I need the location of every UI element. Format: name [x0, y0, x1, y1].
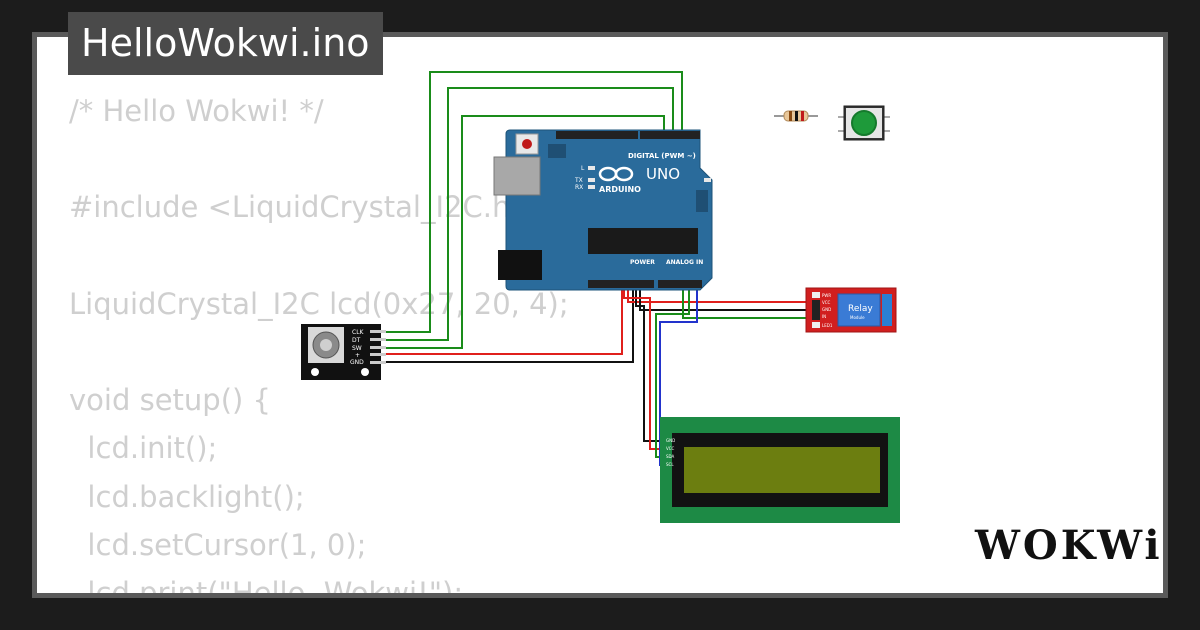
code-line: LiquidCrystal_I2C lcd(0x27, 20, 4); [69, 286, 569, 321]
power-label: POWER [630, 259, 655, 266]
code-line: /* Hello Wokwi! */ [69, 94, 324, 128]
led-tx [588, 178, 595, 182]
code-line: lcd.backlight(); [69, 479, 305, 514]
wire-lcd-vcc[interactable] [623, 284, 664, 450]
header-digital-high [556, 131, 638, 139]
icsp-header-2 [696, 190, 708, 212]
led-rx [588, 185, 595, 189]
encoder-pin-dt: DT [352, 337, 361, 344]
wire-encoder-vcc[interactable] [386, 284, 623, 355]
resistor[interactable] [774, 110, 818, 122]
analog-label: ANALOG IN [666, 259, 703, 266]
wire-relay-gnd[interactable] [639, 284, 812, 311]
wire-relay-in[interactable] [682, 284, 812, 319]
rx-label: RX [575, 184, 583, 191]
encoder-pin-clk: CLK [352, 329, 365, 336]
header-analog [658, 280, 702, 288]
board-brand: ARDUINO [599, 185, 641, 194]
pushbutton-cap [851, 110, 877, 136]
relay-led-pwr: PWR [822, 293, 831, 298]
relay-pin-in: IN [822, 314, 826, 319]
digital-label: DIGITAL (PWM ~) [628, 152, 696, 160]
lcd-pin-scl: SCL [666, 462, 674, 467]
encoder-pin-gnd: GND [350, 359, 364, 366]
code-line: lcd.setCursor(1, 0); [69, 527, 367, 562]
code-line: lcd.init(); [69, 431, 218, 466]
wokwi-logo: WOKWi [975, 522, 1163, 569]
encoder-pin-vcc: + [355, 352, 360, 359]
on-label: ON [716, 178, 725, 185]
code-line: #include <LiquidCrystal_I2C.h> [69, 190, 535, 225]
reset-button-cap [522, 139, 532, 149]
pushbutton[interactable] [838, 105, 890, 141]
arduino-uno[interactable]: DIGITAL (PWM ~) UNO ARDUINO L TX RX ON P… [493, 129, 725, 291]
code-editor[interactable]: /* Hello Wokwi! */ #include <LiquidCryst… [69, 87, 569, 593]
lcd-pin-sda: SDA [666, 454, 675, 459]
relay-led-led1: LED1 [822, 323, 833, 328]
wire-encoder-dt[interactable] [386, 87, 674, 341]
lcd-pin-gnd: GND [666, 438, 675, 443]
lcd-screen [684, 447, 880, 493]
led-l [588, 166, 595, 170]
tx-label: TX [574, 177, 583, 184]
usb-port [493, 156, 541, 196]
file-title: HelloWokwi.ino [68, 12, 383, 75]
encoder-pin-sw: SW [352, 345, 362, 352]
arduino-logo-icon [598, 166, 634, 182]
relay-pin-vcc: VCC [822, 300, 831, 305]
atmega-chip [588, 228, 698, 254]
l-label: L [581, 165, 585, 172]
power-jack [498, 250, 542, 280]
relay-subtitle: Module [850, 315, 865, 320]
wire-encoder-gnd[interactable] [386, 284, 634, 363]
code-line: void setup() { [69, 383, 271, 418]
header-digital-low [640, 131, 700, 139]
wire-lcd-sda[interactable] [655, 284, 690, 458]
wire-encoder-sw[interactable] [386, 115, 665, 349]
rotary-encoder[interactable]: CLK DT SW + GND [301, 324, 386, 380]
wire-encoder-clk[interactable] [386, 71, 683, 333]
lcd-pin-vcc: VCC [666, 446, 675, 451]
code-line: lcd.print("Hello, Wokwi!"); [69, 576, 463, 593]
board-name: UNO [646, 165, 680, 183]
relay-pin-gnd: GND [822, 307, 831, 312]
header-power [588, 280, 654, 288]
lcd-display[interactable]: GND VCC SDA SCL [660, 417, 900, 523]
icsp-header [548, 144, 566, 158]
led-on [704, 178, 711, 182]
relay-title: Relay [848, 304, 873, 314]
relay-module[interactable]: PWR LED1 VCC GND IN Relay Module [805, 287, 897, 333]
